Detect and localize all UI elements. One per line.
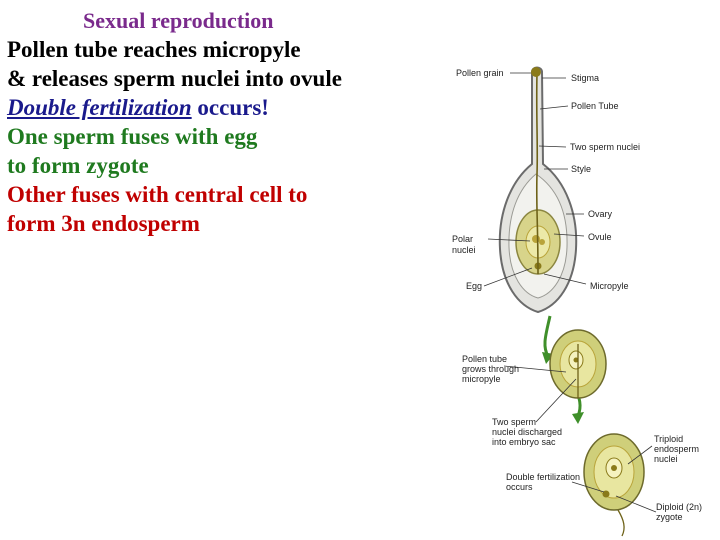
- fertilization-diagram: Pollen grain Stigma Pollen Tube Two sper…: [446, 54, 720, 540]
- occurs-text: occurs!: [191, 95, 269, 120]
- text-line-2: & releases sperm nuclei into ovule: [7, 66, 342, 91]
- label-ovule: Ovule: [588, 232, 612, 242]
- leader-lines-bottom: [503, 365, 657, 513]
- text-line-1: Pollen tube reaches micropyle: [7, 37, 301, 62]
- label-pollen-tube: Pollen Tube: [571, 101, 619, 111]
- label-pollen-grain: Pollen grain: [456, 68, 504, 78]
- text-line-6: Other fuses with central cell to: [7, 182, 308, 207]
- pistil-illustration: [498, 66, 578, 314]
- label-diploid-1: Diploid (2n): [656, 502, 703, 512]
- label-diploid-2: zygote: [656, 512, 683, 522]
- text-line-5: to form zygote: [7, 153, 149, 178]
- slide-title: Sexual reproduction: [83, 8, 274, 33]
- arrow-head-2: [572, 412, 584, 424]
- label-style: Style: [571, 164, 592, 174]
- label-micropyle: Micropyle: [590, 281, 629, 291]
- label-tube-grows-3: micropyle: [462, 374, 501, 384]
- label-double-fert-2: occurs: [506, 482, 533, 492]
- label-sperm-discharged-3: into embryo sac: [492, 437, 556, 447]
- text-line-3: Double fertilization occurs!: [7, 93, 437, 122]
- label-sperm-discharged-1: Two sperm: [492, 417, 537, 427]
- label-tube-grows-2: grows through: [462, 364, 520, 374]
- label-polar-nuclei-2: nuclei: [452, 245, 476, 255]
- label-stigma: Stigma: [571, 73, 600, 83]
- label-polar-nuclei-1: Polar: [452, 234, 474, 244]
- label-triploid-2: endosperm: [654, 444, 700, 454]
- leader-lines-top: [483, 72, 587, 287]
- text-line-7: form 3n endosperm: [7, 211, 200, 236]
- label-triploid-3: nuclei: [654, 454, 678, 464]
- label-sperm-discharged-2: nuclei discharged: [492, 427, 563, 437]
- diagram-drawing: [483, 66, 657, 537]
- text-line-4: One sperm fuses with egg: [7, 124, 258, 149]
- label-egg: Egg: [466, 281, 483, 291]
- label-double-fert-1: Double fertilization: [506, 472, 581, 482]
- label-tube-grows-1: Pollen tube: [462, 354, 508, 364]
- label-two-sperm-nuclei: Two sperm nuclei: [570, 142, 641, 152]
- ovule-stage-2: [549, 329, 607, 399]
- label-triploid-1: Triploid: [654, 434, 684, 444]
- label-ovary: Ovary: [588, 209, 613, 219]
- double-fertilization-term: Double fertilization: [7, 95, 192, 120]
- slide-text-block: Sexual reproduction Pollen tube reaches …: [7, 6, 437, 238]
- ovule-stage-3: [583, 433, 645, 537]
- pollen-grain-dot: [531, 67, 541, 77]
